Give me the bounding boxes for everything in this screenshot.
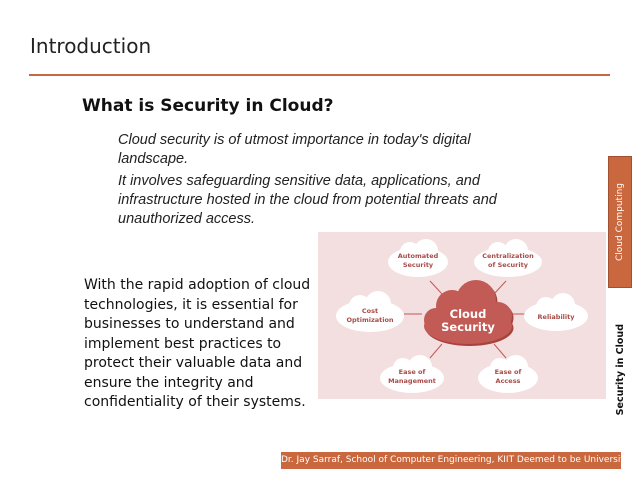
node-ease-of-management: Ease of Management bbox=[380, 355, 444, 393]
ease-access-line-2: Access bbox=[496, 377, 521, 385]
central-cloud-icon: Cloud Security bbox=[424, 280, 514, 346]
ease-management-line-1: Ease of bbox=[399, 368, 426, 376]
automated-line-1: Automated bbox=[398, 252, 439, 260]
centralization-line-2: of Security bbox=[488, 261, 529, 269]
body-paragraph: With the rapid adoption of cloud technol… bbox=[84, 277, 311, 410]
ease-access-line-1: Ease of bbox=[495, 368, 522, 376]
center-line-2: Security bbox=[441, 320, 495, 334]
intro-paragraph-2: It involves safeguarding sensitive data,… bbox=[118, 173, 497, 227]
automated-line-2: Security bbox=[403, 261, 434, 269]
footer-credit: Dr. Jay Sarraf, School of Computer Engin… bbox=[281, 452, 629, 469]
node-reliability: Reliability bbox=[524, 293, 588, 331]
centralization-line-1: Centralization bbox=[482, 252, 534, 260]
section-heading: What is Security in Cloud? bbox=[82, 96, 334, 116]
slide-title: Introduction bbox=[30, 34, 152, 58]
node-automated-security: Automated Security bbox=[388, 239, 448, 277]
center-line-1: Cloud bbox=[450, 307, 487, 321]
title-divider bbox=[29, 74, 610, 76]
side-section-text: Security in Cloud bbox=[614, 324, 626, 416]
reliability-label: Reliability bbox=[538, 313, 576, 321]
intro-paragraph-1: Cloud security is of utmost importance i… bbox=[118, 132, 471, 167]
side-tab-cloud-computing: Cloud Computing bbox=[608, 156, 632, 288]
side-section-label: Security in Cloud bbox=[610, 322, 630, 418]
ease-management-line-2: Management bbox=[388, 377, 436, 385]
side-tab-label: Cloud Computing bbox=[615, 183, 625, 261]
cloud-security-diagram: Automated Security Centralization of Sec… bbox=[318, 232, 606, 399]
diagram-arrows bbox=[404, 280, 530, 359]
cost-line-1: Cost bbox=[362, 307, 378, 315]
node-centralization-of-security: Centralization of Security bbox=[474, 239, 542, 277]
node-ease-of-access: Ease of Access bbox=[478, 355, 538, 393]
node-cost-optimization: Cost Optimization bbox=[336, 291, 404, 332]
cost-line-2: Optimization bbox=[346, 316, 393, 324]
